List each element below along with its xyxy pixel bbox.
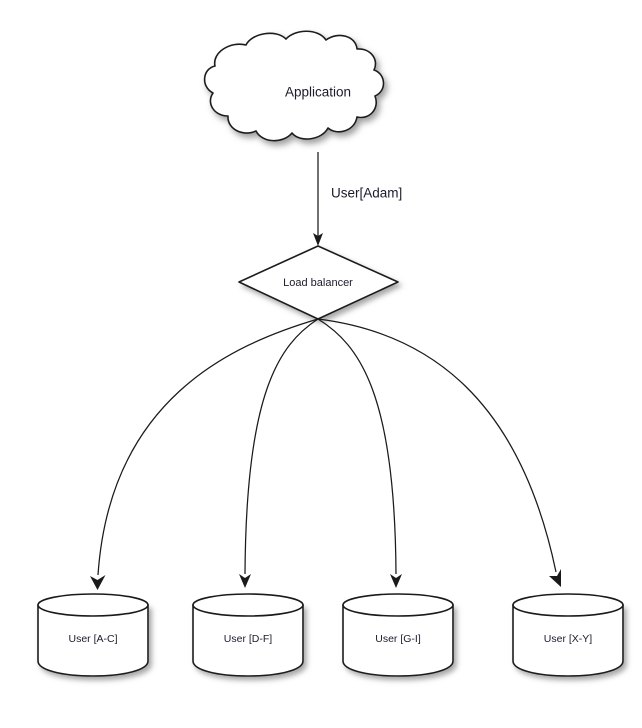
application-label: Application — [285, 85, 351, 100]
database-4-label: User [X-Y] — [544, 633, 593, 645]
cloud-shape — [203, 30, 385, 142]
arrowhead-lb-db3 — [390, 574, 402, 588]
node-database-1[interactable]: User [A-C] — [37, 593, 149, 677]
database-2-label: User [D-F] — [224, 633, 272, 645]
arrowhead-lb-db2 — [239, 574, 251, 588]
edge-lb-to-db-4 — [317, 318, 561, 587]
cylinder-body-3 — [342, 604, 454, 677]
cylinder-top-2 — [192, 593, 304, 617]
arrowhead-lb-db4 — [549, 569, 561, 587]
edge-line-lb-db3 — [317, 318, 397, 575]
edge-label-user-adam: User[Adam] — [331, 186, 402, 201]
edge-lb-to-db-1 — [90, 318, 319, 590]
database-3-label: User [G-I] — [375, 633, 421, 645]
cylinder-body-4 — [512, 604, 624, 677]
cylinder-top-4 — [512, 593, 624, 617]
edge-line-lb-db4 — [317, 318, 557, 573]
arrowhead-lb-db1 — [90, 575, 106, 590]
load-balancer-label: Load balancer — [283, 277, 353, 289]
node-database-2[interactable]: User [D-F] — [192, 593, 304, 677]
cylinder-top-3 — [342, 593, 454, 617]
cylinder-body-1 — [37, 604, 149, 677]
edge-application-to-load-balancer: User[Adam] — [313, 152, 402, 246]
node-application[interactable]: Application — [203, 30, 385, 142]
edge-lb-to-db-2 — [239, 318, 319, 588]
cylinder-body-2 — [192, 604, 304, 677]
node-load-balancer[interactable]: Load balancer — [238, 245, 399, 320]
database-1-label: User [A-C] — [68, 633, 117, 645]
arrowhead-app-lb — [313, 233, 323, 246]
cylinder-top-1 — [37, 593, 149, 617]
node-database-4[interactable]: User [X-Y] — [512, 593, 624, 677]
edge-lb-to-db-3 — [317, 318, 402, 588]
edge-line-lb-db1 — [97, 318, 319, 576]
edge-line-lb-db2 — [244, 318, 319, 575]
node-database-3[interactable]: User [G-I] — [342, 593, 454, 677]
